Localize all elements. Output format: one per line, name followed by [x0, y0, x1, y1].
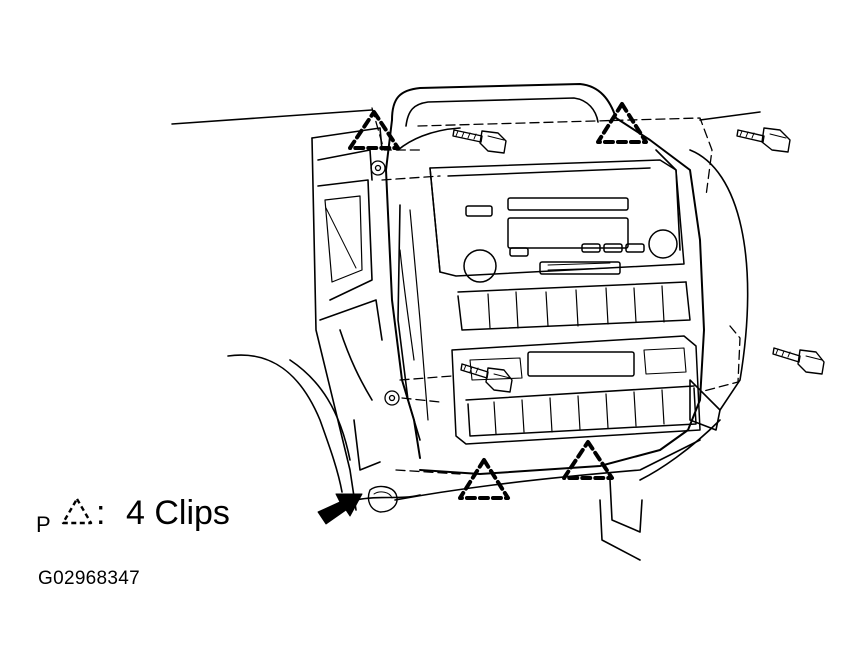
clip-marker-bottom-left [458, 458, 510, 500]
center-bezel [385, 83, 705, 475]
bolt-top-right [736, 127, 791, 153]
bracket-dashed-lines [371, 107, 741, 475]
pointer-arrow [317, 493, 363, 525]
legend-prefix: P [36, 512, 51, 537]
bolt-middle-left [460, 363, 513, 393]
clip-marker-top-left [348, 110, 400, 150]
legend-text: 4 Clips [126, 494, 230, 532]
bolt-top-center [452, 129, 507, 154]
dashed-triangle-clip-icon [61, 497, 93, 525]
dashboard-outline [171, 109, 761, 561]
climate-control-unit [451, 335, 701, 445]
legend-separator: : [96, 494, 106, 532]
bolt-lower-left-target [367, 485, 398, 513]
bolt-middle-right [772, 347, 825, 375]
clip-marker-bottom-right [562, 440, 614, 480]
clip-marker-top-right [596, 102, 648, 144]
figure-code: G02968347 [38, 568, 141, 589]
clip-holes [370, 160, 400, 406]
audio-head-unit [429, 159, 691, 331]
